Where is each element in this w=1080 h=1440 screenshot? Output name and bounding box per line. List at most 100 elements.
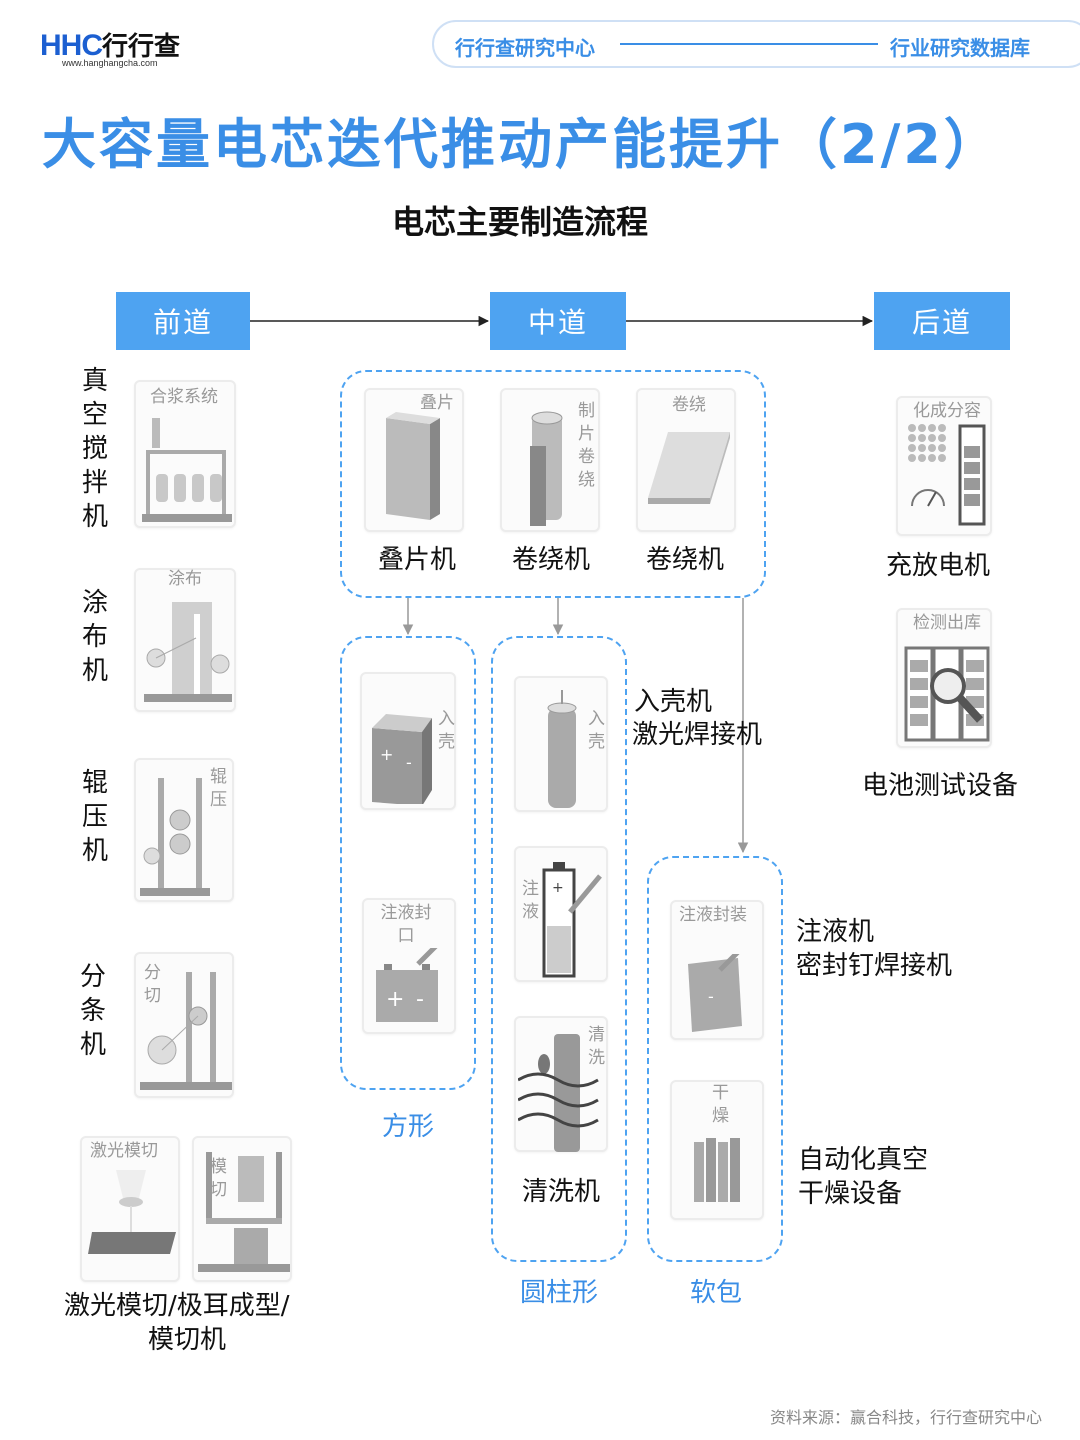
die-cutting-icon [198, 1152, 290, 1272]
die-machine-label-line2: 模切机 [148, 1325, 227, 1355]
formation-grading-icon [908, 424, 986, 526]
cylinder-winding-icon [530, 411, 563, 526]
source-note: 资料来源：赢合科技，行行查研究中心 [769, 1408, 1042, 1427]
testing-machine-label: 电池测试设备 [862, 771, 1019, 801]
stack-icon-label: 叠片 [420, 393, 454, 413]
pouch-group-label: 软包 [690, 1278, 743, 1308]
mixer-label-text: 真空搅拌机 [81, 366, 108, 532]
formation-machine-label: 充放电机 [886, 551, 991, 581]
slitter-label-text: 分条机 [79, 962, 106, 1060]
page-title: 大容量电芯迭代推动产能提升（2/2） [42, 113, 1001, 176]
pouch-dry-icon-label: 干燥 [712, 1083, 729, 1126]
svg-text:-: - [416, 987, 424, 1012]
svg-text:+: + [552, 880, 564, 896]
svg-text:+: + [380, 745, 393, 764]
cyl-clean-icon-box: 清洗 [514, 1016, 608, 1152]
pouch-wind-machine-label: 卷绕机 [646, 545, 725, 575]
header-divider [620, 43, 878, 45]
coater-icon-label: 涂布 [168, 569, 202, 589]
header-left-text: 行行查研究中心 [455, 36, 595, 60]
prismatic-case-icon-label: 入壳 [438, 709, 455, 752]
die-cut-icon-box: 模切 [192, 1136, 292, 1282]
coating-icon [144, 602, 232, 702]
prismatic-case-icon-box: 入壳 + - [360, 672, 456, 810]
svg-text:-: - [708, 987, 714, 1006]
slitter-icon-label: 分切 [144, 963, 161, 1006]
cylindrical-group-label: 圆柱形 [520, 1278, 599, 1308]
pouch-fill-icon-label: 注液封装 [679, 905, 747, 925]
cyl-fill-icon-label: 注液 [522, 879, 539, 922]
stacking-icon [386, 412, 440, 520]
stack-icon-box: 叠片 [364, 388, 464, 532]
roller-label-text: 辊压机 [81, 768, 108, 866]
cylindrical-case-icon [547, 690, 577, 808]
rolling-press-icon [140, 778, 210, 896]
pouch-fill-seal-icon: - [688, 954, 742, 1032]
pouch-winding-icon [648, 432, 730, 504]
prismatic-fill-seal-icon: + - [376, 948, 438, 1022]
mixing-system-icon [142, 418, 232, 522]
pouch-fill-icon-box: 注液封装 - [670, 900, 764, 1040]
stage-front: 前道 [116, 292, 250, 350]
cylindrical-group [491, 636, 627, 1262]
dry-machine-line1: 自动化真空 [798, 1145, 929, 1175]
prismatic-fill-icon-box: 注液封口 + - [362, 898, 456, 1034]
stack-machine-label: 叠片机 [378, 545, 457, 575]
slitter-icon-box: 分切 [134, 952, 234, 1098]
battery-test-icon [904, 646, 990, 742]
pouch-dry-icon-box: 干燥 [670, 1080, 764, 1220]
fill-machine-line2: 密封钉焊接机 [796, 951, 953, 981]
cyl-wind-icon-box: 制片卷绕 [500, 388, 600, 532]
mixer-icon-box: 合浆系统 [134, 380, 236, 528]
prismatic-case-icon: + - [372, 714, 432, 804]
cyl-clean-icon-label: 清洗 [588, 1025, 605, 1068]
winding-stacking-group [340, 370, 766, 598]
header-right-text: 行业研究数据库 [890, 36, 1030, 60]
slitter-label: 分条机 [78, 960, 108, 1062]
svg-text:-: - [406, 753, 412, 772]
pouch-wind-icon-box: 卷绕 [636, 388, 736, 532]
fill-machine-line1: 注液机 [796, 917, 875, 947]
formation-icon-box: 化成分容 [896, 396, 992, 536]
roller-label: 辊压机 [80, 766, 110, 868]
testing-icon-box: 检测出库 [896, 608, 992, 748]
cyl-case-icon-label: 入壳 [588, 709, 605, 752]
formation-icon-label: 化成分容 [913, 401, 981, 421]
logo: HHC行行查 [40, 26, 180, 63]
laser-die-icon-box: 激光模切 [80, 1136, 180, 1282]
case-machine-line1: 入壳机 [634, 687, 713, 717]
coater-label: 涂布机 [80, 586, 110, 688]
prismatic-group-label: 方形 [382, 1112, 435, 1142]
die-machine-label-line1: 激光模切/极耳成型/ [64, 1291, 290, 1321]
cylindrical-fill-icon: + [542, 862, 602, 978]
cyl-wind-machine-label: 卷绕机 [512, 545, 591, 575]
logo-mark: HHC [40, 29, 103, 62]
pouch-group [647, 856, 783, 1262]
stage-middle: 中道 [490, 292, 626, 350]
logo-cn: 行行查 [102, 32, 181, 62]
coater-label-text: 涂布机 [81, 588, 108, 686]
cyl-wind-icon-label: 制片卷绕 [578, 401, 595, 490]
prismatic-group [340, 636, 476, 1090]
mixer-label: 真空搅拌机 [80, 364, 110, 534]
svg-text:+: + [386, 987, 404, 1012]
case-machine-line2: 激光焊接机 [632, 720, 763, 750]
laser-cutting-icon [88, 1170, 176, 1254]
mixer-icon-label: 合浆系统 [150, 387, 218, 407]
laser-die-icon-label: 激光模切 [90, 1141, 158, 1161]
cyl-clean-machine-label: 清洗机 [522, 1177, 601, 1207]
slitting-icon [140, 972, 232, 1090]
cylindrical-clean-icon [518, 1034, 599, 1152]
dry-machine-line2: 干燥设备 [798, 1179, 903, 1209]
coater-icon-box: 涂布 [134, 568, 236, 712]
pouch-wind-icon-label: 卷绕 [672, 395, 706, 415]
stage-back: 后道 [874, 292, 1010, 350]
testing-icon-label: 检测出库 [913, 613, 981, 633]
roller-icon-box: 辊压 [134, 758, 234, 902]
cyl-fill-icon-box: 注液 + [514, 846, 608, 982]
die-cut-icon-label: 模切 [210, 1157, 227, 1200]
roller-icon-label: 辊压 [210, 767, 227, 810]
prismatic-fill-icon-label: 注液封口 [380, 903, 432, 946]
vacuum-dry-icon [694, 1138, 740, 1202]
